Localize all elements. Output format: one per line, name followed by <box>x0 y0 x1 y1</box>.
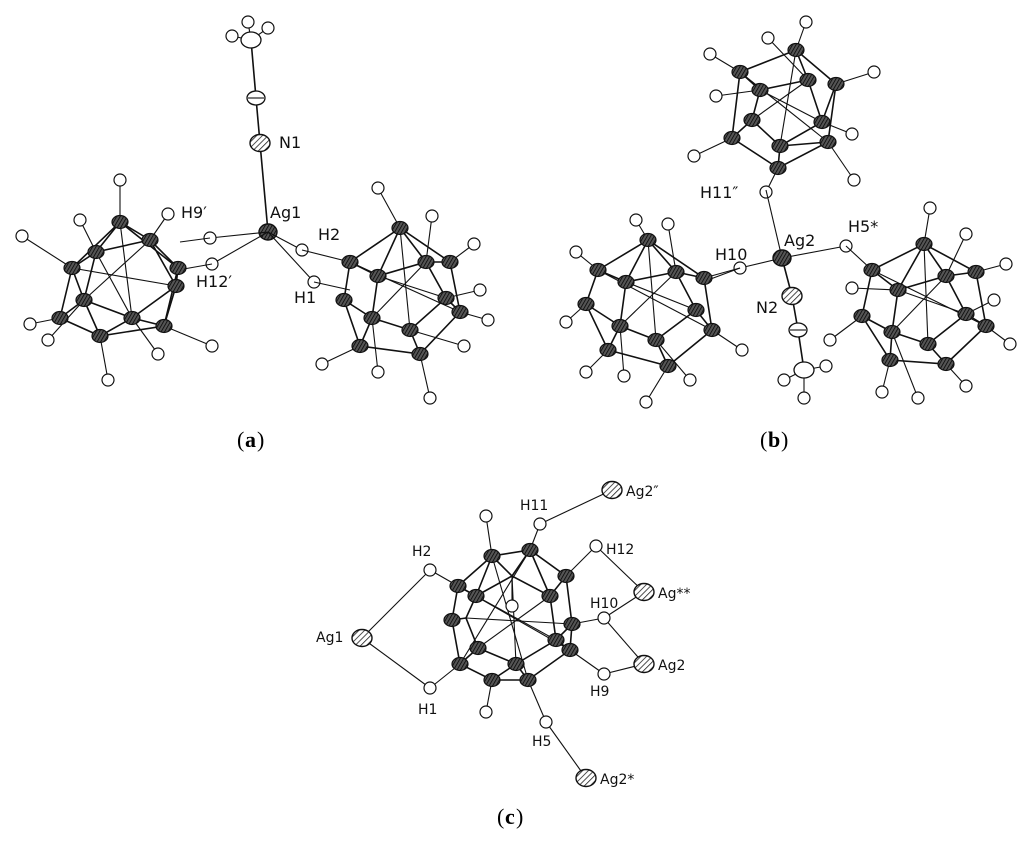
label-h12p-a: H12′ <box>196 272 232 291</box>
label-h1-c: H1 <box>418 702 437 718</box>
caption-b-open: ( <box>760 427 767 452</box>
carborane-cage-top-b <box>687 15 881 199</box>
label-h5-c: H5 <box>532 734 551 750</box>
label-h11-c: H11 <box>520 498 548 514</box>
label-h12-c: H12 <box>606 542 634 558</box>
caption-a: a <box>245 427 256 452</box>
panel-a: N1 Ag1 H9′ H12′ H2 H1 ( a ) <box>15 15 495 452</box>
label-h10-c: H10 <box>590 596 618 612</box>
caption-c-open: ( <box>497 804 504 829</box>
carborane-cage-c <box>423 509 611 729</box>
carborane-cage-right-b <box>823 201 1017 405</box>
label-agss-c: Ag** <box>658 586 690 602</box>
caption-a-close: ) <box>257 427 264 452</box>
label-ag2pp-c: Ag2″ <box>626 484 659 500</box>
label-h10-b: H10 <box>715 245 747 264</box>
label-h1-a: H1 <box>294 288 316 307</box>
carborane-cage-left-b <box>559 213 749 409</box>
caption-b-close: ) <box>781 427 788 452</box>
carborane-cage-right-a <box>315 181 495 405</box>
label-n2-b: N2 <box>756 298 778 317</box>
label-h9p-a: H9′ <box>181 203 207 222</box>
label-h2-a: H2 <box>318 225 340 244</box>
label-n1-a: N1 <box>279 133 301 152</box>
panel-c: Ag2″ H11 H12 H2 Ag** H10 Ag1 Ag2 H9 H1 H… <box>316 480 690 829</box>
label-ag2-b: Ag2 <box>784 231 815 250</box>
label-ag2s-c: Ag2* <box>600 772 634 788</box>
label-h11pp-b: H11″ <box>700 183 738 202</box>
caption-b: b <box>768 427 780 452</box>
carborane-cage-left-a <box>15 173 219 387</box>
label-h5s-b: H5* <box>848 217 878 236</box>
label-h2-c: H2 <box>412 544 431 560</box>
label-ag2-c: Ag2 <box>658 658 685 674</box>
label-h9-c: H9 <box>590 684 609 700</box>
caption-c-close: ) <box>516 804 523 829</box>
caption-c: c <box>505 804 515 829</box>
label-ag1-a: Ag1 <box>270 203 301 222</box>
caption-a-open: ( <box>237 427 244 452</box>
panel-b: H11″ Ag2 H5* H10 N2 ( b ) <box>559 15 1017 452</box>
label-ag1-c: Ag1 <box>316 630 343 646</box>
